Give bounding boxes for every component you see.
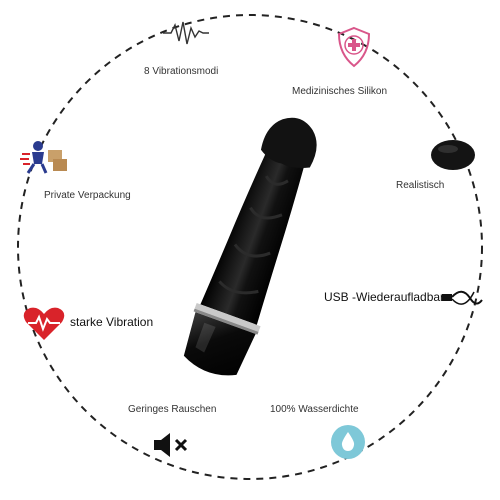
waterproof-label: 100% Wasserdichte (270, 404, 359, 415)
water-drop-icon (331, 425, 365, 459)
realistic-label: Realistisch (396, 180, 445, 191)
usb-label: USB -Wiederaufladbar (324, 290, 445, 304)
packaging-label: Private Verpackung (44, 190, 131, 201)
usb-cable-icon (442, 290, 483, 305)
texture-swatch-icon (431, 140, 475, 170)
vibration-modes-label: 8 Vibrationsmodi (144, 66, 219, 77)
low-noise-label: Geringes Rauschen (128, 404, 217, 415)
heartbeat-line-icon (163, 21, 209, 45)
speaker-mute-icon (154, 433, 188, 457)
delivery-person-icon (20, 141, 67, 174)
strong-vibration-label: starke Vibration (70, 315, 154, 329)
heart-pulse-icon (23, 307, 65, 340)
medical-shield-icon (337, 26, 371, 68)
silicone-label: Medizinisches Silikon (292, 86, 388, 97)
